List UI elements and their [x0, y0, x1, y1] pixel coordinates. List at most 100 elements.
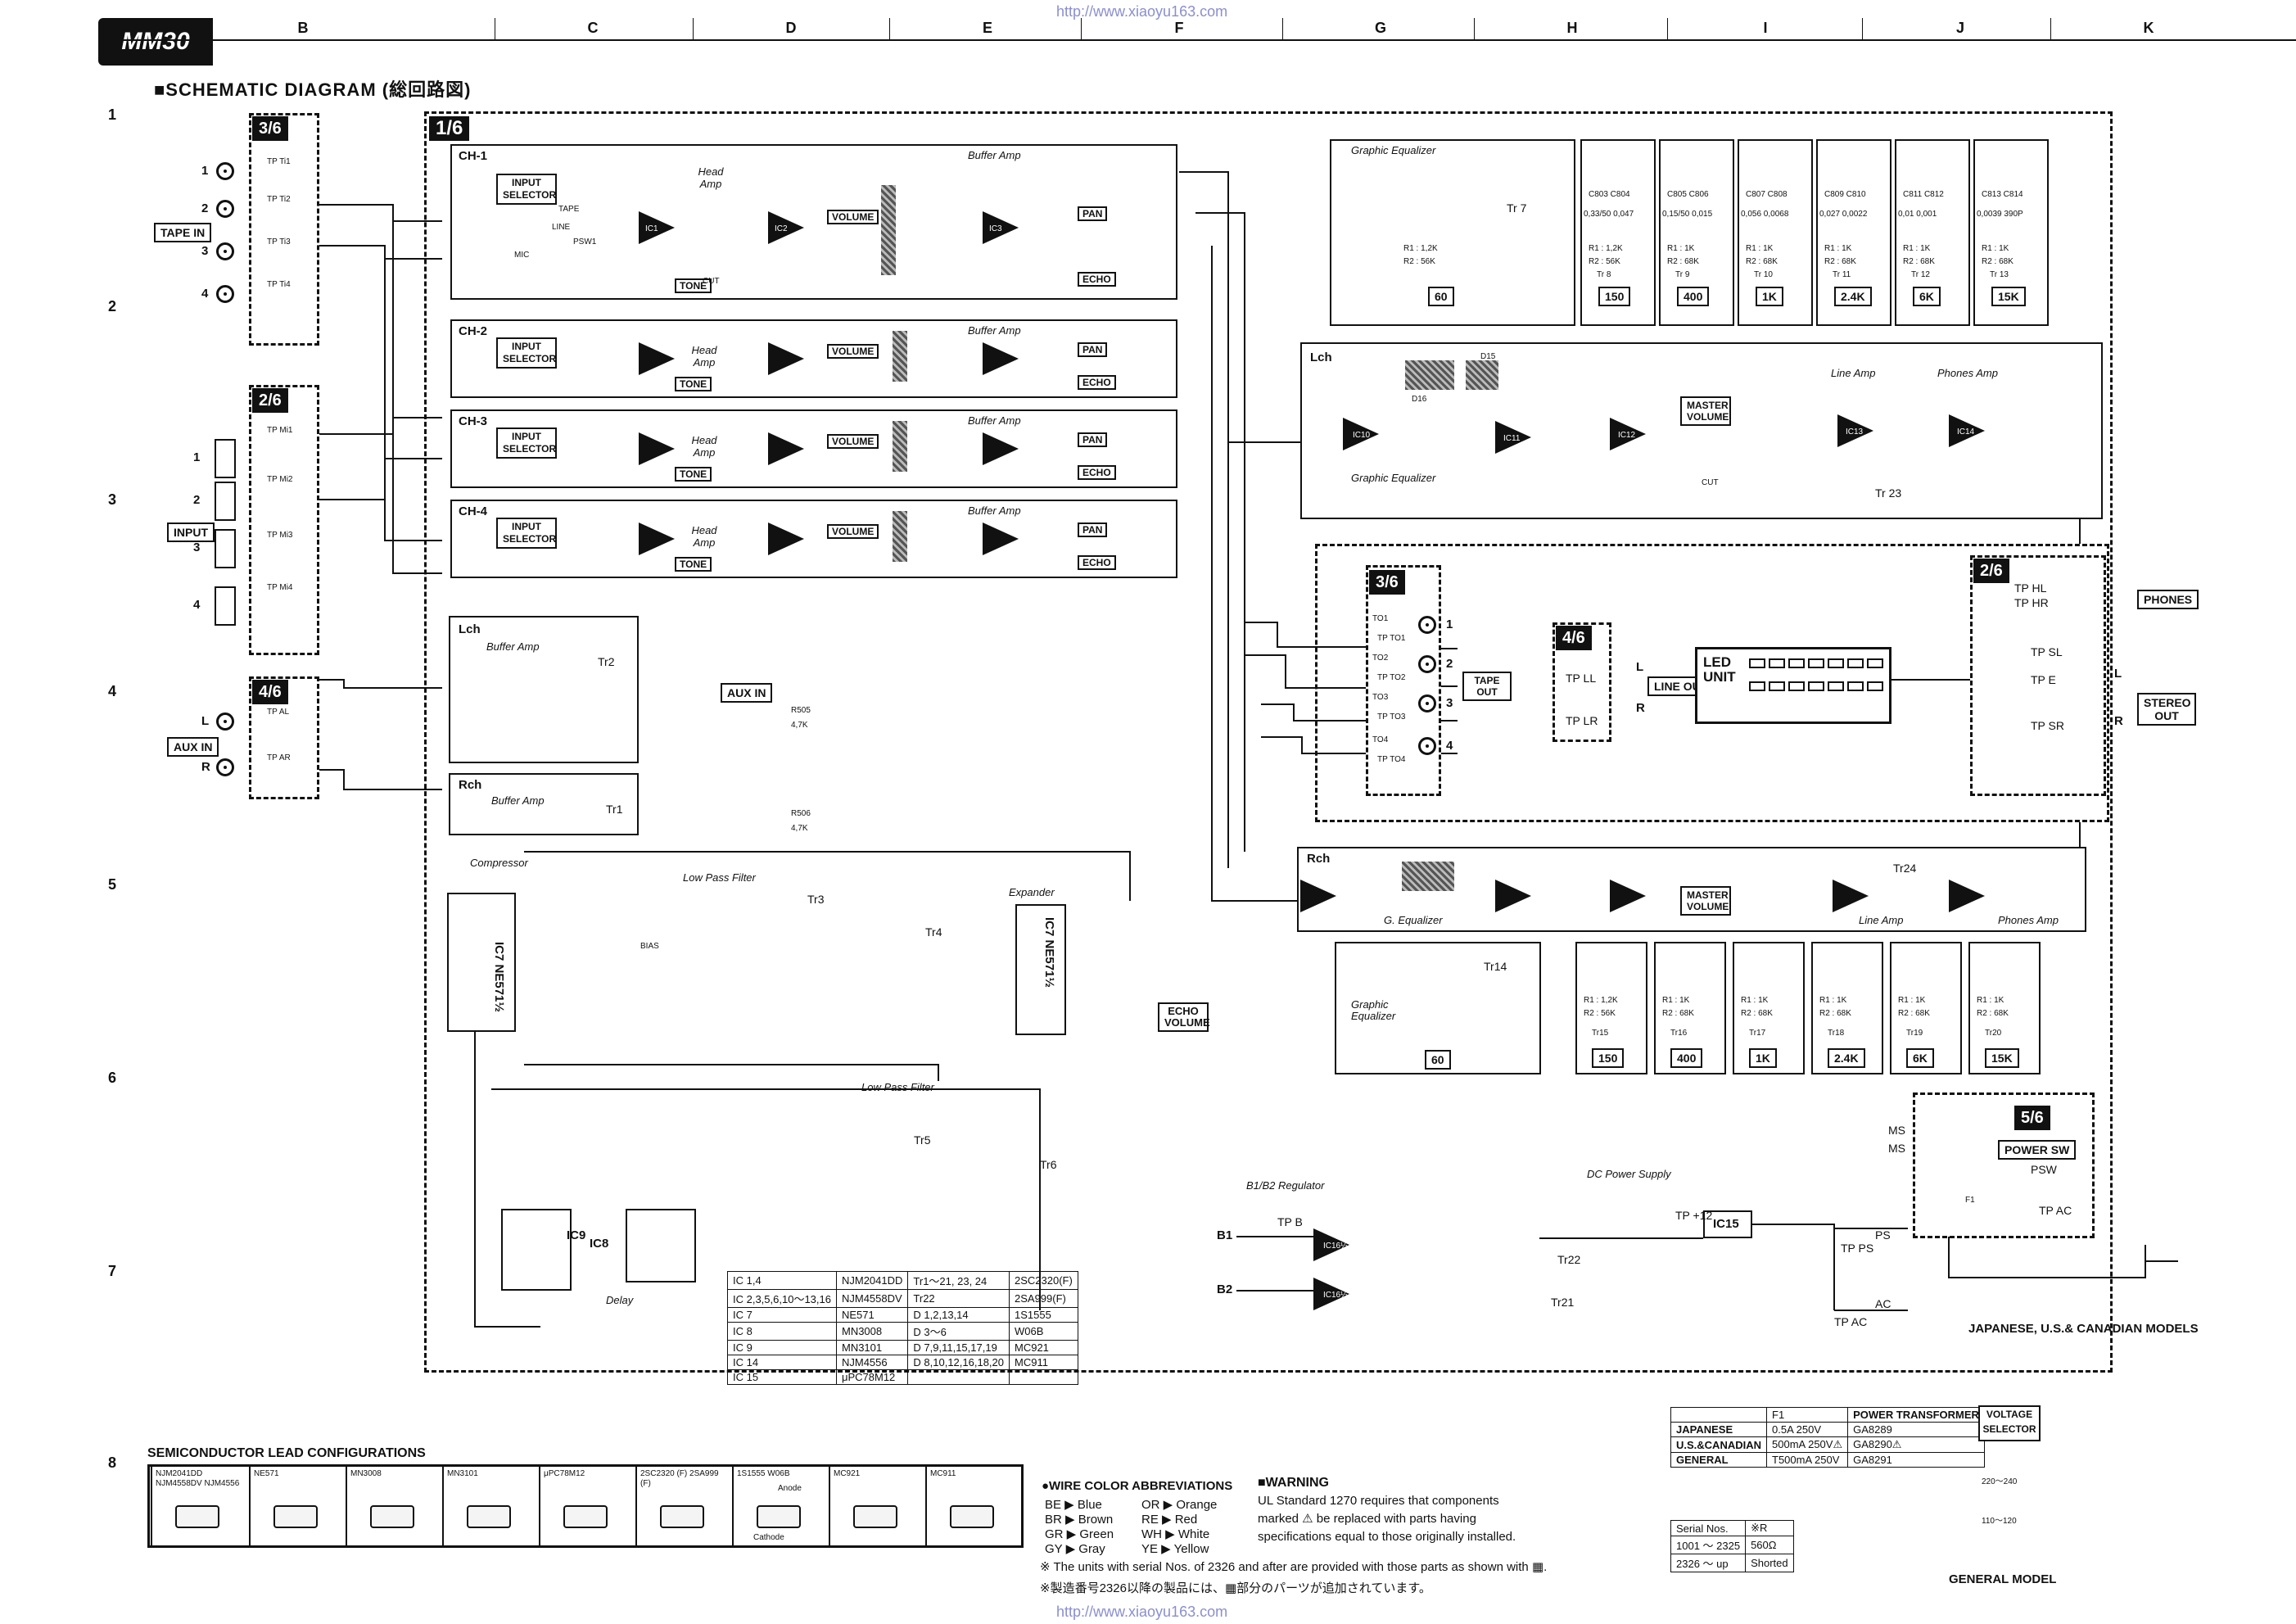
- board-4-6-line-out: [1553, 622, 1611, 742]
- geq-top-band-4-freq[interactable]: 2.4K: [1834, 287, 1872, 306]
- ch2-echo[interactable]: ECHO: [1078, 375, 1116, 390]
- semis-divider-7: [829, 1467, 830, 1545]
- geq-bottom-band-5-freq[interactable]: 6K: [1906, 1048, 1934, 1068]
- voltage-selector-label[interactable]: VOLTAGE SELECTOR: [1978, 1405, 2041, 1441]
- ch1-input-selector[interactable]: INPUT SELECTOR: [496, 174, 557, 205]
- url-top[interactable]: http://www.xiaoyu163.com: [1056, 3, 1228, 20]
- geq-bottom-band-3-freq[interactable]: 1K: [1749, 1048, 1777, 1068]
- sheet-5-6-badge: 5/6: [2014, 1106, 2050, 1130]
- ch2-hatched-part: [893, 331, 907, 382]
- tape-in-label: TAPE IN: [154, 223, 212, 242]
- ic-table-cell: W06B: [1009, 1322, 1078, 1341]
- ch4-echo[interactable]: ECHO: [1078, 555, 1116, 570]
- tape-in-jack-4[interactable]: [216, 285, 234, 303]
- led-segment: [1788, 658, 1805, 668]
- geq-top-band-6-freq[interactable]: 15K: [1991, 287, 2026, 306]
- tp-ti-2: TP Ti2: [267, 195, 291, 204]
- tape-in-jack-2[interactable]: [216, 200, 234, 218]
- geq-bottom-band-6-freq[interactable]: 15K: [1985, 1048, 2019, 1068]
- geq-top-band-5-freq[interactable]: 6K: [1913, 287, 1941, 306]
- ch1-pan[interactable]: PAN: [1078, 206, 1108, 221]
- geq-top-title: Graphic Equalizer: [1351, 144, 1436, 156]
- ch2-tone[interactable]: TONE: [675, 377, 712, 391]
- semis-item-9-package-icon: [950, 1505, 994, 1528]
- column-ruler: [98, 18, 2296, 41]
- ch3-input-selector[interactable]: INPUT SELECTOR: [496, 427, 557, 459]
- geq-bottom-band-6-r2: R2 : 68K: [1977, 1009, 2009, 1018]
- column-tick-4: [1081, 18, 1082, 39]
- tape-out-jack-1[interactable]: [1418, 616, 1436, 634]
- tape-in-jack-1[interactable]: [216, 162, 234, 180]
- echo-volume-label[interactable]: ECHO VOLUME: [1158, 1002, 1210, 1032]
- tp-ac-label: TP AC: [2039, 1204, 2072, 1217]
- fuse-table-cell: JAPANESE: [1670, 1422, 1767, 1437]
- column-tick-7: [1667, 18, 1668, 39]
- ic15-label: IC15: [1713, 1217, 1739, 1231]
- ic-table-cell: 2SC2320(F): [1009, 1271, 1078, 1290]
- tape-out-jack-2[interactable]: [1418, 655, 1436, 673]
- geq-top-band-1-r1: R1 : 1,2K: [1589, 244, 1623, 253]
- led-segment: [1749, 681, 1765, 691]
- ch2-pan[interactable]: PAN: [1078, 342, 1108, 357]
- input-jack-2[interactable]: [215, 482, 236, 521]
- tp-to-3-label: TP TO3: [1377, 712, 1406, 722]
- ic-table-cell: NJM2041DD: [835, 1271, 909, 1290]
- tape-out-jack-4-core: [1426, 744, 1429, 748]
- geq-bottom-band-2-freq[interactable]: 400: [1670, 1048, 1703, 1068]
- geq-top-band-2-freq[interactable]: 400: [1677, 287, 1710, 306]
- ch3-echo[interactable]: ECHO: [1078, 465, 1116, 480]
- ch3-volume[interactable]: VOLUME: [827, 434, 879, 449]
- lch-master-volume[interactable]: MASTER VOLUME: [1680, 396, 1731, 426]
- ch4-tone[interactable]: TONE: [675, 557, 712, 572]
- ch4-volume[interactable]: VOLUME: [827, 524, 879, 539]
- ch1-tone[interactable]: TONE: [675, 278, 712, 293]
- geq-top-band-2-caps: C805 C806: [1667, 190, 1709, 199]
- geq-top-band-3-tr: Tr 10: [1754, 270, 1773, 279]
- sheet-2-6-badge: 2/6: [252, 388, 288, 413]
- input-jack-1[interactable]: [215, 439, 236, 478]
- ch4-input-selector[interactable]: INPUT SELECTOR: [496, 518, 557, 549]
- input-jack-4[interactable]: [215, 586, 236, 626]
- board-3-6-tape-out: [1366, 565, 1441, 796]
- ch1-echo[interactable]: ECHO: [1078, 272, 1116, 287]
- board-2-6-phones: [1970, 555, 2106, 796]
- ch4-pan[interactable]: PAN: [1078, 522, 1108, 537]
- led-segment: [1808, 658, 1824, 668]
- ch1-cut-label: CUT: [703, 277, 720, 286]
- tp-mi-3: TP Mi3: [267, 531, 293, 540]
- geq-bottom-band-4-freq[interactable]: 2.4K: [1828, 1048, 1865, 1068]
- ch1-volume[interactable]: VOLUME: [827, 210, 879, 224]
- ch4-opamp-1: [639, 522, 675, 555]
- tape-out-jack-4[interactable]: [1418, 737, 1436, 755]
- geq-top-band-1-freq[interactable]: 150: [1598, 287, 1631, 306]
- aux-in-jack-l[interactable]: [216, 712, 234, 731]
- row-label-8: 8: [108, 1454, 117, 1471]
- ch2-volume[interactable]: VOLUME: [827, 344, 879, 359]
- input-jack-3[interactable]: [215, 529, 236, 568]
- tape-out-jack-3[interactable]: [1418, 694, 1436, 712]
- aux-in-jack-r[interactable]: [216, 758, 234, 776]
- ch3-pan[interactable]: PAN: [1078, 432, 1108, 447]
- rch-master-volume[interactable]: MASTER VOLUME: [1680, 886, 1731, 916]
- board-output-section: [1315, 544, 2109, 822]
- geq-r2-label: R2 : 56K: [1403, 257, 1435, 266]
- tape-in-jack-3[interactable]: [216, 242, 234, 260]
- ch2-input-selector[interactable]: INPUT SELECTOR: [496, 337, 557, 369]
- ch2-head-amp: Head Amp: [691, 344, 717, 369]
- phones-label: PHONES: [2137, 590, 2199, 609]
- semis-item-4-package-icon: [467, 1505, 511, 1528]
- column-tick-2: [693, 18, 694, 39]
- ch4-strip: [450, 500, 1177, 578]
- wire-color-left-3: GY ▶ Gray: [1045, 1542, 1105, 1556]
- tape-out-num-1: 1: [1446, 617, 1453, 631]
- geq-top-band-3-freq[interactable]: 1K: [1756, 287, 1783, 306]
- ch1-opamp-1: [639, 211, 675, 244]
- power-sw-label[interactable]: POWER SW: [1998, 1140, 2077, 1160]
- geq-bottom-band-1-freq[interactable]: 150: [1592, 1048, 1625, 1068]
- row-label-4: 4: [108, 683, 117, 699]
- ic14-symbol: [1949, 414, 1985, 447]
- sheet-4-6-badge: 4/6: [252, 680, 288, 704]
- ch3-tone[interactable]: TONE: [675, 467, 712, 482]
- url-bottom[interactable]: http://www.xiaoyu163.com: [1056, 1604, 1228, 1620]
